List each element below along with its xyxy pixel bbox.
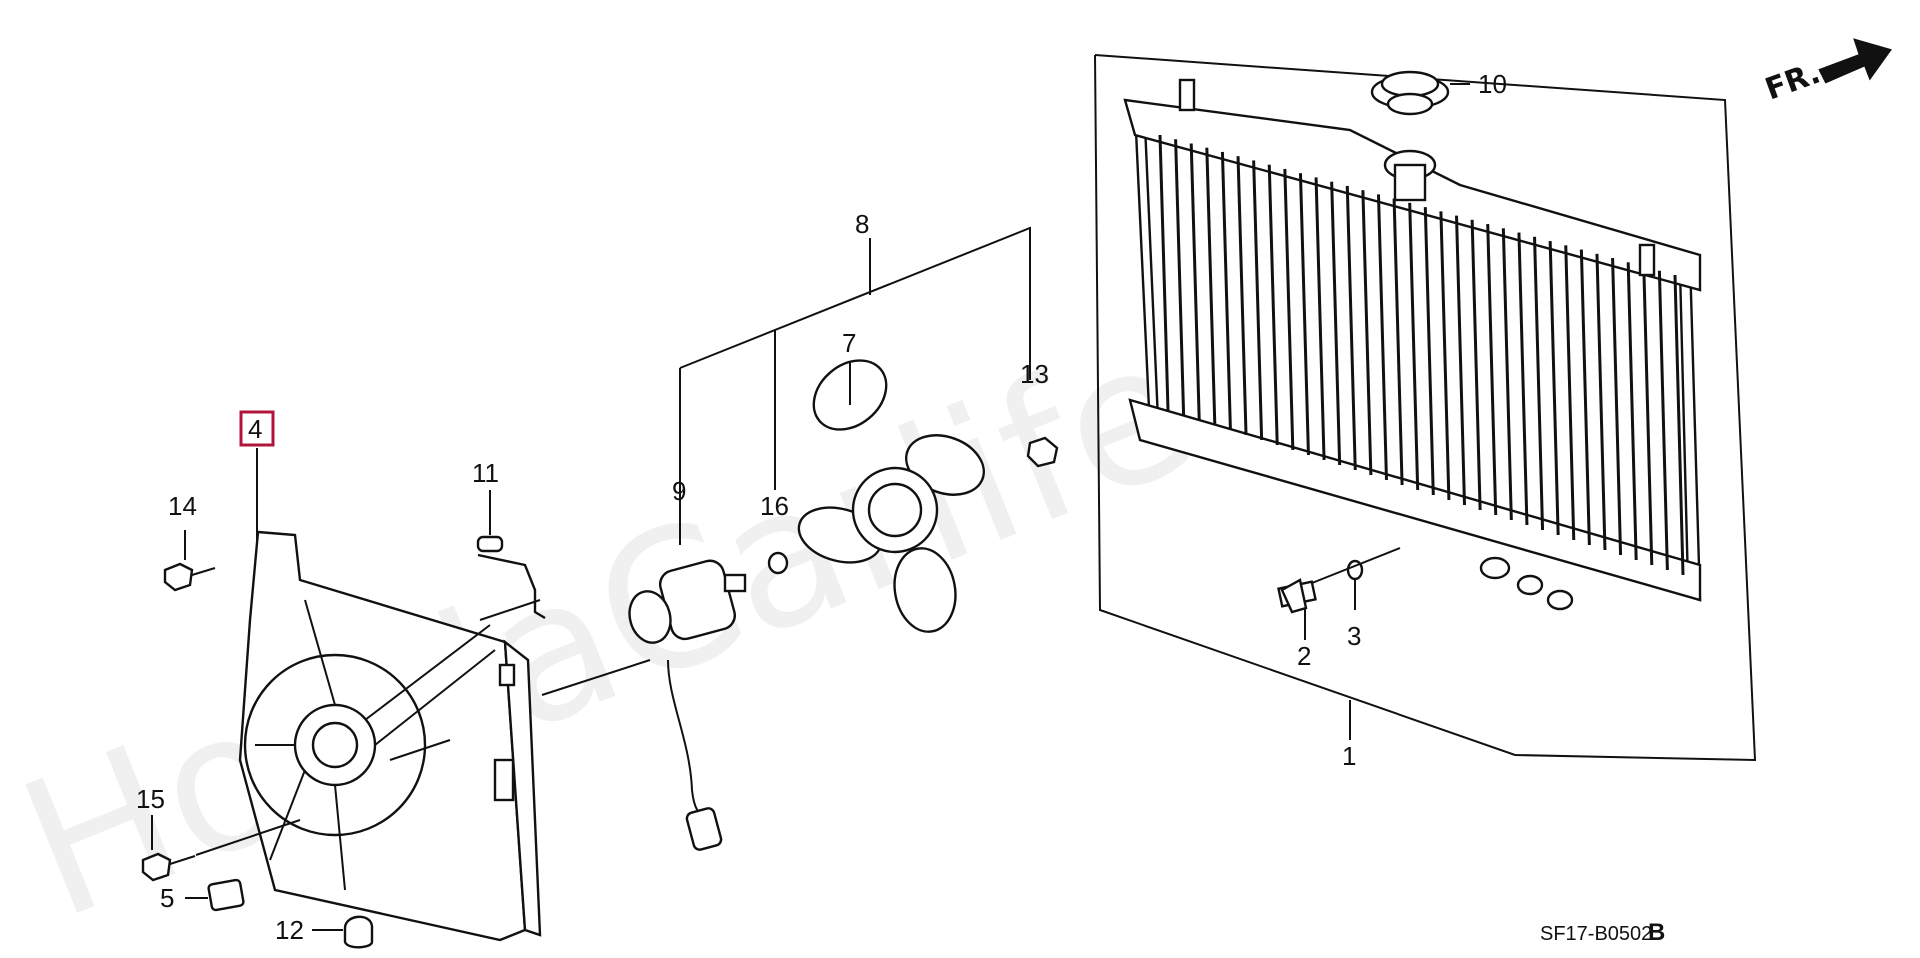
radiator-fin <box>1439 211 1451 501</box>
callout-11[interactable]: 11 <box>472 458 499 488</box>
radiator-fin <box>1298 173 1310 456</box>
callout-2[interactable]: 2 <box>1297 641 1311 671</box>
shroud-bolt-lower[interactable] <box>141 852 196 882</box>
radiator-fin <box>1314 177 1326 461</box>
shroud-clip-12[interactable] <box>343 915 374 949</box>
diagram-code: SF17-B0502 <box>1540 923 1652 945</box>
callout-3[interactable]: 3 <box>1347 621 1361 651</box>
radiator-fin <box>1345 185 1357 471</box>
radiator-fin <box>1486 224 1498 516</box>
radiator-fin <box>1611 257 1623 556</box>
radiator-fin <box>1189 143 1201 421</box>
radiator-fin <box>1595 253 1607 551</box>
callout-9[interactable]: 9 <box>672 476 686 506</box>
direction-label: FR. <box>1761 56 1825 108</box>
radiator-fin <box>1408 202 1420 491</box>
callout-12[interactable]: 12 <box>275 915 304 945</box>
callout-8[interactable]: 8 <box>855 209 869 239</box>
shroud-clip-5[interactable] <box>207 878 245 912</box>
radiator-fin <box>1548 241 1560 536</box>
radiator-fin <box>1330 181 1342 466</box>
radiator-fin <box>1267 164 1279 446</box>
callout-13[interactable]: 13 <box>1020 359 1049 389</box>
shroud-bracket[interactable] <box>476 535 546 620</box>
radiator-fin <box>1252 160 1264 441</box>
radiator-fin <box>1533 236 1545 531</box>
fan-shroud[interactable] <box>238 530 542 942</box>
shroud-bolt-upper[interactable] <box>163 562 216 592</box>
radiator-fin <box>1470 219 1482 511</box>
radiator-cap[interactable] <box>1370 70 1450 116</box>
cooling-fan-motor[interactable] <box>624 558 747 851</box>
radiator-fin <box>1501 228 1513 521</box>
radiator-fin <box>1205 147 1217 426</box>
radiator-fin <box>1626 262 1638 561</box>
callout-4-highlight <box>239 410 275 447</box>
callout-7[interactable]: 7 <box>842 328 856 358</box>
radiator-fin <box>1517 232 1529 526</box>
front-direction-arrow: FR. <box>1761 38 1892 108</box>
radiator-fin <box>1642 266 1654 566</box>
radiator-fin <box>1158 134 1170 411</box>
radiator-fin <box>1283 168 1295 451</box>
radiator-fin <box>1455 215 1467 506</box>
fan-nut[interactable] <box>1026 436 1059 468</box>
callout-4[interactable]: 4 <box>248 414 262 444</box>
callout-14[interactable]: 14 <box>168 491 197 521</box>
radiator-fin <box>1392 198 1404 486</box>
radiator-fin <box>1220 151 1232 431</box>
diagram-suffix: B <box>1648 919 1665 946</box>
radiator-fin <box>1174 139 1186 416</box>
callout-16[interactable]: 16 <box>760 491 789 521</box>
callout-15[interactable]: 15 <box>136 784 165 814</box>
radiator-fin <box>1376 194 1388 481</box>
radiator-fins <box>1158 134 1685 576</box>
drain-plug[interactable] <box>1277 578 1317 614</box>
radiator-fin <box>1236 156 1248 436</box>
callout-10[interactable]: 10 <box>1478 69 1507 99</box>
radiator-fin <box>1579 249 1591 546</box>
radiator-fin <box>1657 270 1669 571</box>
callout-5[interactable]: 5 <box>160 883 174 913</box>
radiator-fin <box>1673 274 1685 576</box>
radiator-fin <box>1564 245 1576 541</box>
radiator-assembly[interactable] <box>1094 54 1757 762</box>
callout-1[interactable]: 1 <box>1342 741 1356 771</box>
radiator-fin <box>1361 190 1373 476</box>
radiator-fin <box>1423 207 1435 496</box>
fan-washer[interactable] <box>767 551 789 575</box>
